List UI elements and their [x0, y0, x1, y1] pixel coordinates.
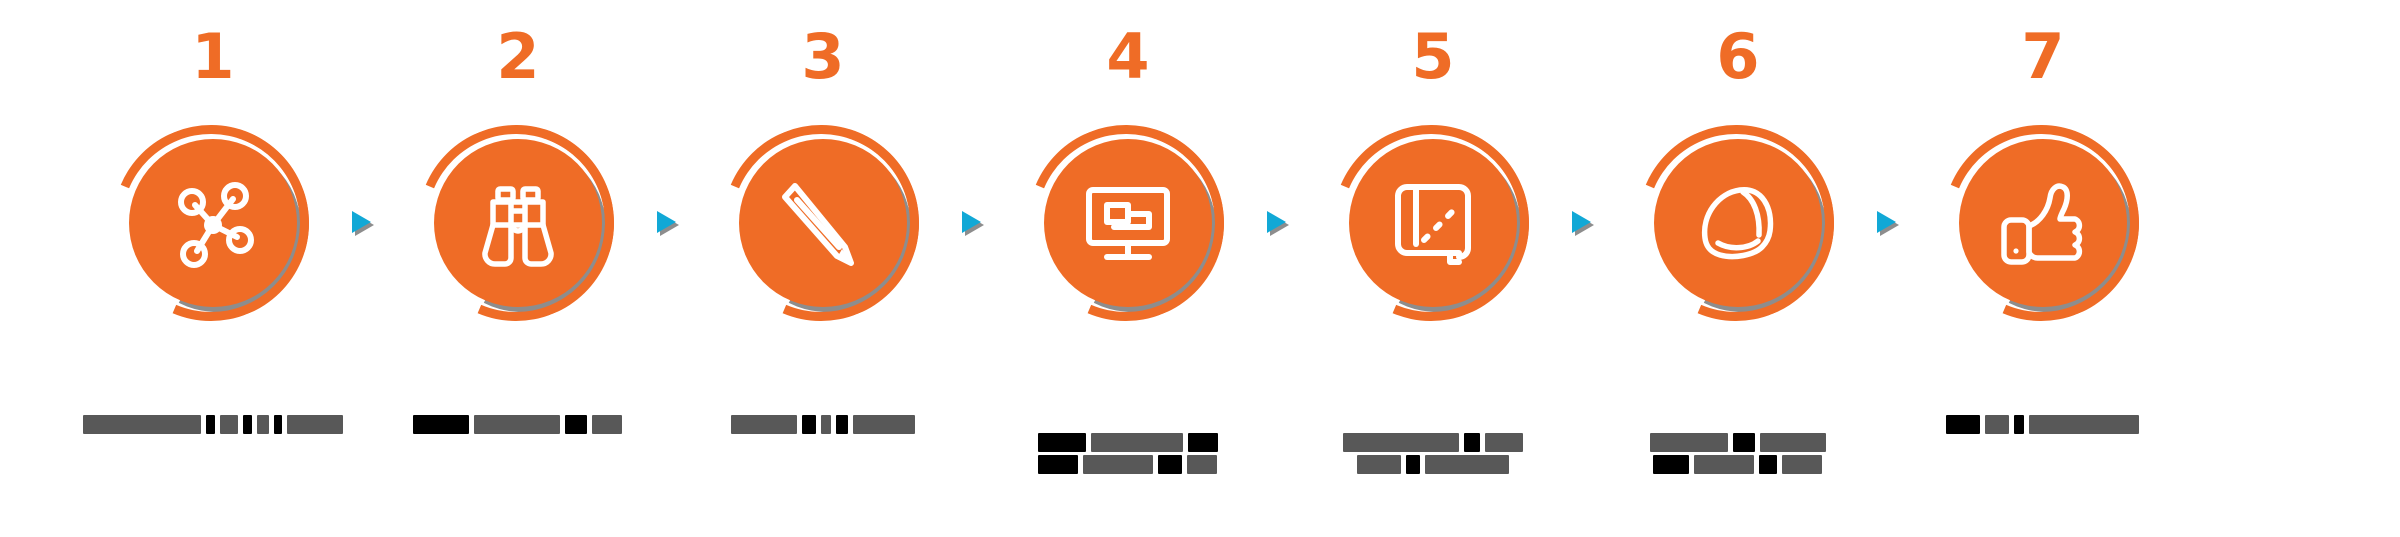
step-badge [992, 90, 1259, 356]
icon-disc [1958, 139, 2127, 307]
step-number-7: 7 [2017, 26, 2064, 92]
step-number-cell: 4 [975, 26, 1280, 92]
step-number-cell: 6 [1585, 26, 1890, 92]
step-label-7 [1890, 415, 2195, 434]
step-number-cell: 5 [1280, 26, 1585, 92]
step-number-2: 2 [492, 26, 539, 92]
step-7[interactable] [1890, 88, 2195, 358]
step-number-row: 1 2 3 4 5 6 7 [60, 16, 2340, 92]
binoculars-icon [481, 186, 554, 267]
step-number-3: 3 [797, 26, 844, 92]
icon-disc [1348, 139, 1517, 307]
play-triangle-right-icon [1572, 211, 1594, 236]
step-2[interactable] [365, 88, 679, 358]
redacted-line [413, 415, 622, 434]
step-1[interactable] [60, 88, 374, 358]
redacted-line [1038, 455, 1217, 474]
icon-disc [128, 139, 297, 307]
step-number-4: 4 [1102, 26, 1149, 92]
step-badge [687, 90, 954, 356]
redacted-line [1946, 415, 2139, 434]
play-triangle-right-icon [1267, 211, 1289, 236]
step-5[interactable] [1280, 88, 1594, 358]
blueprint-roll-icon [1394, 184, 1471, 265]
step-badge [77, 90, 344, 356]
step-badge [1297, 90, 1564, 356]
step-label-6 [1585, 415, 1890, 474]
presentation-monitor-icon [1085, 187, 1170, 260]
step-number-cell: 1 [60, 26, 365, 92]
icon-disc [433, 139, 602, 307]
step-label-1 [60, 415, 365, 434]
step-label-2 [365, 415, 670, 434]
icon-disc [1043, 139, 1212, 307]
redacted-line [1356, 455, 1509, 474]
play-triangle-right-icon [1877, 211, 1899, 236]
step-number-cell: 2 [365, 26, 670, 92]
redacted-line [82, 415, 343, 434]
step-badge [1602, 90, 1869, 356]
step-3[interactable] [670, 88, 984, 358]
step-6[interactable] [1585, 88, 1899, 358]
step-number-5: 5 [1407, 26, 1454, 92]
hard-hat-icon [1701, 187, 1773, 260]
step-4[interactable] [975, 88, 1289, 358]
redacted-line [1653, 455, 1822, 474]
redacted-line [1037, 433, 1218, 452]
step-label-5 [1280, 415, 1585, 474]
step-badge [1907, 90, 2174, 356]
step-number-cell: 7 [1890, 26, 2195, 92]
step-label-3 [670, 415, 975, 434]
play-triangle-right-icon [657, 211, 679, 236]
icon-disc [738, 139, 907, 307]
step-number-cell: 3 [670, 26, 975, 92]
step-badge [382, 90, 649, 356]
play-triangle-right-icon [352, 211, 374, 236]
step-number-1: 1 [187, 26, 234, 92]
redacted-line [1649, 433, 1826, 452]
thumbs-up-icon [2000, 183, 2082, 265]
step-label-row [60, 415, 2340, 515]
redacted-line [730, 415, 915, 434]
pencil-icon [781, 183, 854, 266]
network-nodes-icon [177, 182, 254, 268]
step-icon-row [60, 88, 2340, 358]
redacted-line [1342, 433, 1523, 452]
icon-disc [1653, 139, 1822, 307]
step-number-6: 6 [1712, 26, 1759, 92]
play-triangle-right-icon [962, 211, 984, 236]
step-label-4 [975, 415, 1280, 474]
